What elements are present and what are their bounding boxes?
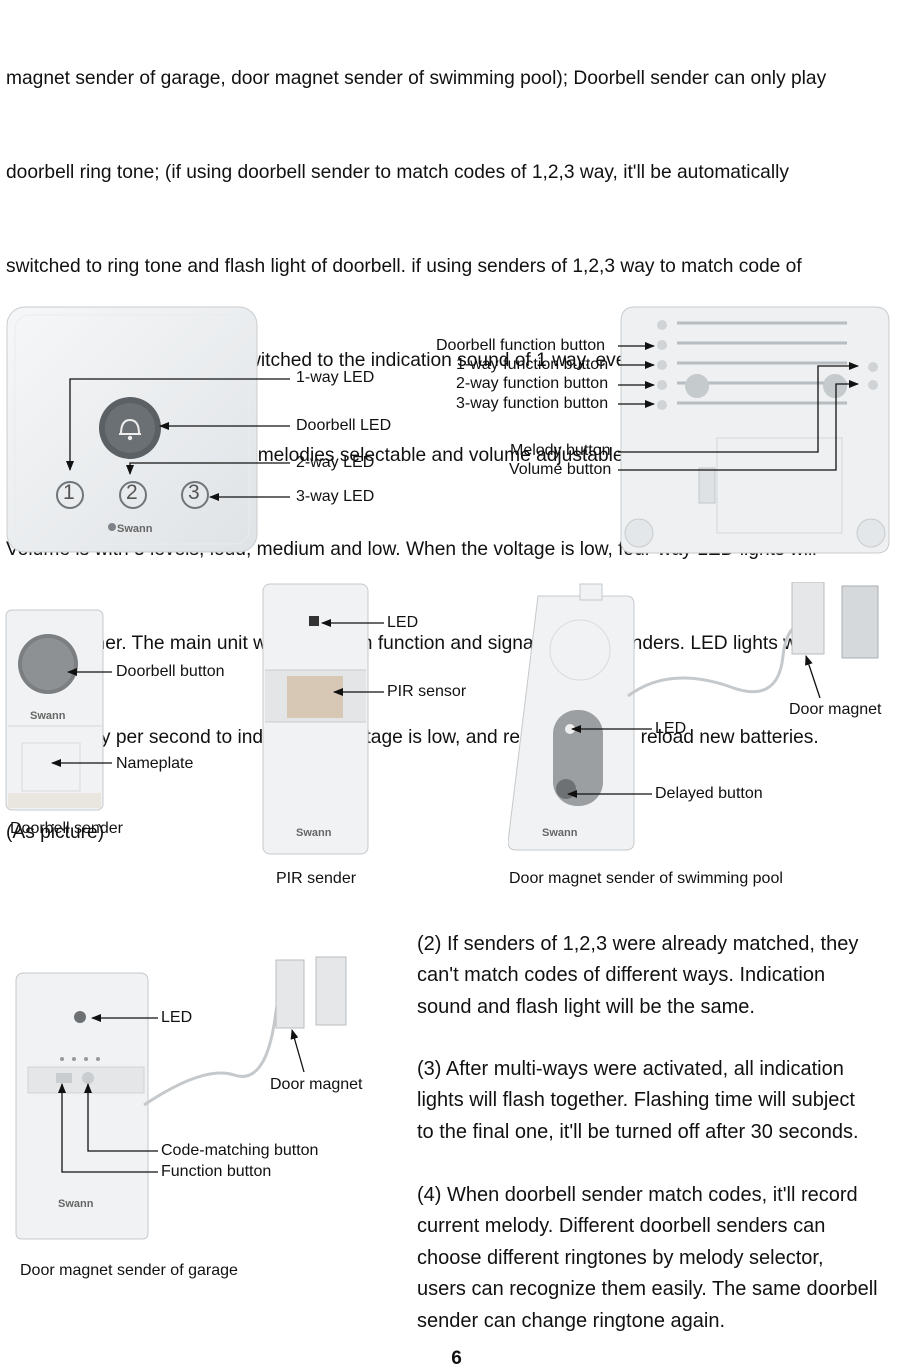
intro-line: magnet sender of garage, door magnet sen… (6, 67, 827, 89)
label-3-way-function-button: 3-way function button (456, 395, 609, 412)
caption-garage-sender: Door magnet sender of garage (20, 1262, 238, 1279)
pool-sender-brand-logo: Swann (542, 827, 578, 839)
label-2-way-function-button: 2-way function button (456, 375, 609, 392)
intro-line: doorbell ring tone; (if using doorbell s… (6, 162, 789, 184)
pir-sender-image (262, 583, 369, 855)
caption-pool-sender: Door magnet sender of swimming pool (509, 870, 783, 887)
label-garage-led: LED (161, 1009, 193, 1026)
paragraph-2: (2) If senders of 1,2,3 were already mat… (417, 933, 859, 1018)
label-pool-delayed-button: Delayed button (655, 785, 763, 802)
page-number: 6 (451, 1348, 462, 1369)
label-1-way-led: 1-way LED (296, 369, 375, 386)
garage-sender-brand-logo: Swann (58, 1198, 94, 1210)
bell-icon (119, 418, 141, 435)
label-3-way-led: 3-way LED (296, 488, 375, 505)
paragraph-3: (3) After multi-ways were activated, all… (417, 1058, 859, 1143)
label-doorbell-led: Doorbell LED (296, 417, 392, 434)
label-doorbell-button: Doorbell button (116, 663, 225, 680)
label-garage-function-button: Function button (161, 1163, 272, 1180)
doorbell-sender-brand-logo: Swann (30, 710, 66, 722)
label-volume-button: Volume button (509, 461, 612, 478)
intro-line: switched to ring tone and flash light of… (6, 256, 802, 278)
main-button-1: 1 (63, 481, 75, 504)
main-unit-brand-logo: Swann (117, 523, 153, 535)
label-garage-code-matching-button: Code-matching button (161, 1142, 319, 1159)
label-doorbell-function-button: Doorbell function button (436, 337, 605, 354)
pir-sender-brand-logo: Swann (296, 827, 332, 839)
intro-line: (As picture) (6, 821, 105, 843)
caption-pir-sender: PIR sender (276, 870, 357, 887)
main-button-2: 2 (126, 481, 138, 504)
label-melody-button: Melody button (510, 442, 611, 459)
caption-doorbell-sender: Doorbell sender (10, 820, 123, 837)
main-unit-back-image (620, 306, 890, 554)
label-pool-led: LED (655, 720, 687, 737)
doorbell-sender-image (5, 609, 104, 811)
label-nameplate: Nameplate (116, 755, 194, 772)
main-unit-front-image (6, 306, 258, 553)
pool-sender-image (508, 582, 879, 851)
main-button-3: 3 (188, 481, 200, 504)
label-garage-door-magnet: Door magnet (270, 1076, 363, 1093)
label-pir-led: LED (387, 614, 419, 631)
label-2-way-led: 2-way LED (296, 454, 375, 471)
paragraph-4: (4) When doorbell sender match codes, it… (417, 1184, 878, 1332)
label-pir-sensor: PIR sensor (387, 683, 467, 700)
label-pool-door-magnet: Door magnet (789, 701, 882, 718)
label-1-way-function-button: 1-way function button (456, 356, 609, 373)
